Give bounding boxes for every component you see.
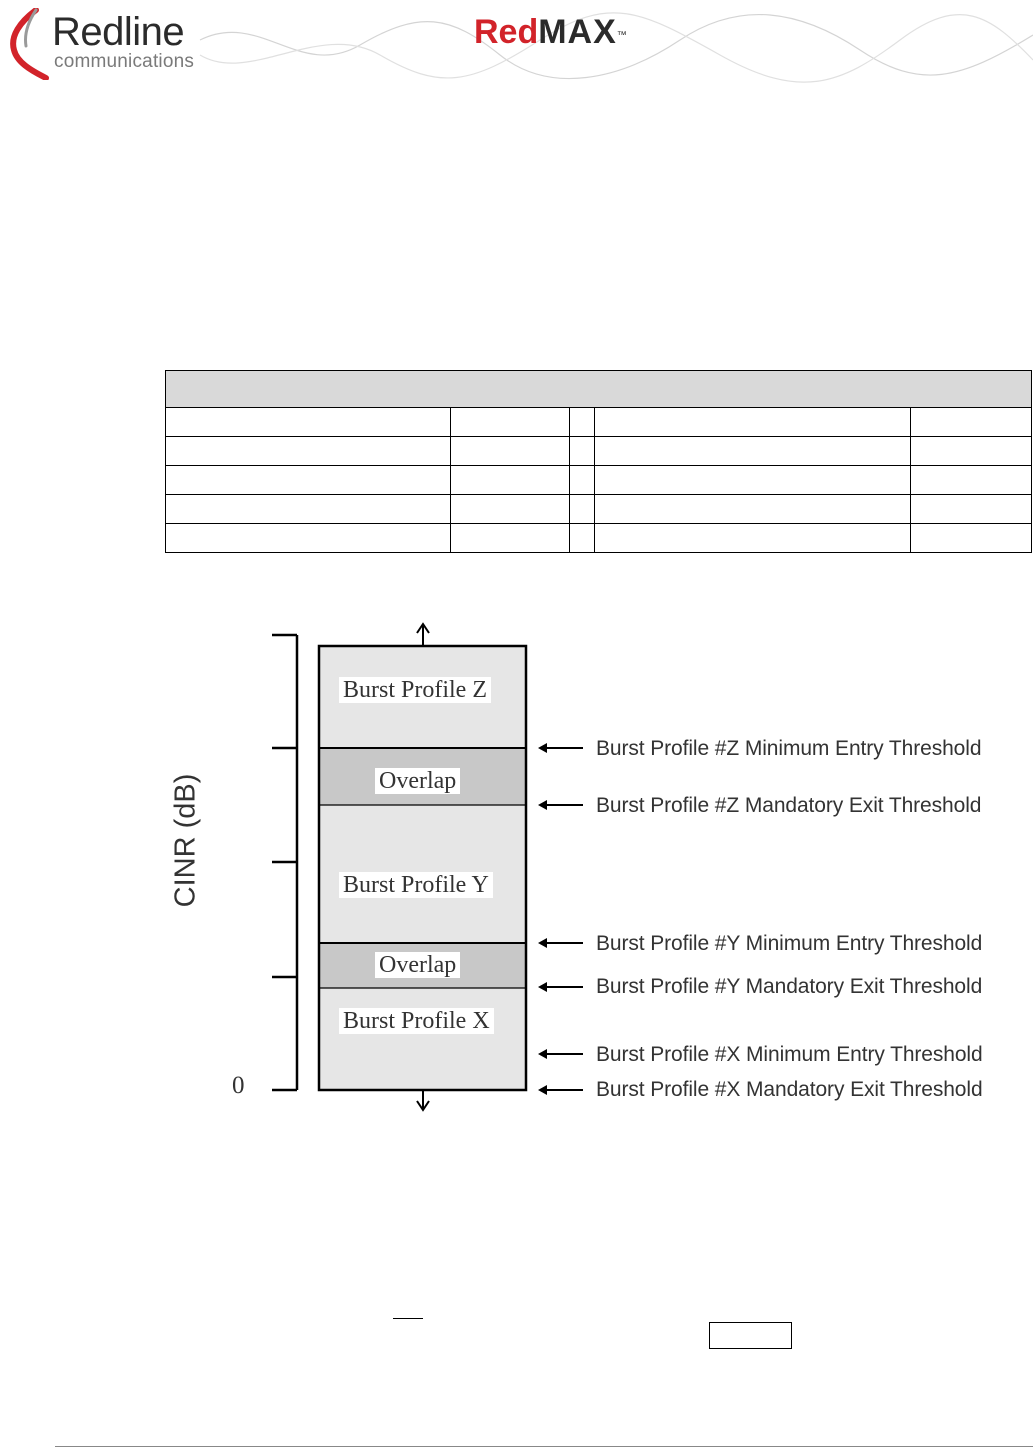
table-cell: [569, 407, 595, 437]
threshold-label-z-exit: Burst Profile #Z Mandatory Exit Threshol…: [596, 794, 982, 817]
table-row: [165, 465, 1033, 495]
threshold-label-z-entry: Burst Profile #Z Minimum Entry Threshold: [596, 737, 982, 760]
zone-label-burst-profile-x: Burst Profile X: [339, 1008, 494, 1034]
threshold-label-y-entry: Burst Profile #Y Minimum Entry Threshold: [596, 932, 983, 955]
table-cell: [569, 465, 595, 495]
brand-red-text: Red: [474, 13, 539, 51]
company-tagline: communications: [54, 51, 195, 72]
underline-mark: [393, 1318, 423, 1319]
footer-rule: [55, 1446, 1033, 1447]
empty-box: [709, 1322, 792, 1349]
table-cell: [569, 523, 595, 553]
table-cell: [594, 436, 911, 466]
zone-label-burst-profile-y: Burst Profile Y: [339, 872, 493, 898]
y-axis-label-text: CINR (dB): [169, 773, 202, 908]
threshold-arrow-icon: [538, 1049, 583, 1059]
zone-burst-profile-x: [319, 988, 526, 1090]
table-cell: [450, 494, 570, 524]
table-row: [165, 523, 1033, 553]
table-cell: [909, 494, 1033, 524]
threshold-label-x-exit: Burst Profile #X Mandatory Exit Threshol…: [596, 1078, 983, 1101]
table-cell: [909, 523, 1033, 553]
table-cell: [594, 465, 911, 495]
threshold-arrow-icon: [538, 800, 583, 810]
down-arrow-icon: [416, 1090, 430, 1112]
cinr-axis-bracket: [272, 633, 299, 1092]
company-name: Redline: [52, 10, 185, 54]
table-cell: [450, 523, 570, 553]
threshold-arrow-icon: [538, 1085, 583, 1095]
zone-label-overlap: Overlap: [375, 952, 461, 978]
origin-label: 0: [232, 1072, 245, 1099]
product-brand: RedMAX™: [474, 12, 627, 59]
zone-label-burst-profile-z: Burst Profile Z: [339, 677, 491, 703]
table-row: [165, 494, 1033, 524]
table-row: [165, 407, 1033, 437]
threshold-arrow-icon: [538, 982, 583, 992]
header-wave-decoration: [199, 12, 1033, 83]
table-header-cell: [164, 370, 1033, 408]
threshold-arrow-icon: [538, 938, 583, 948]
threshold-arrow-icon: [538, 743, 583, 753]
table-cell: [909, 436, 1033, 466]
table-cell: [569, 494, 595, 524]
trademark-symbol: ™: [616, 30, 627, 41]
up-arrow-icon: [416, 622, 430, 646]
table-cell: [450, 407, 570, 437]
redline-logo-icon: [10, 8, 49, 80]
table-header-row: [164, 370, 1033, 408]
threshold-label-y-exit: Burst Profile #Y Mandatory Exit Threshol…: [596, 975, 983, 998]
page-header: Redline communications RedMAX™: [0, 0, 1033, 92]
table-cell: [594, 494, 911, 524]
brand-max-text: MAX: [538, 13, 617, 51]
table-cell: [450, 465, 570, 495]
threshold-label-x-entry: Burst Profile #X Minimum Entry Threshold: [596, 1043, 983, 1066]
table-cell: [594, 523, 911, 553]
zone-label-overlap: Overlap: [375, 768, 461, 794]
table-cell: [909, 407, 1033, 437]
burst-profile-table: [164, 370, 1033, 553]
table-cell: [594, 407, 911, 437]
